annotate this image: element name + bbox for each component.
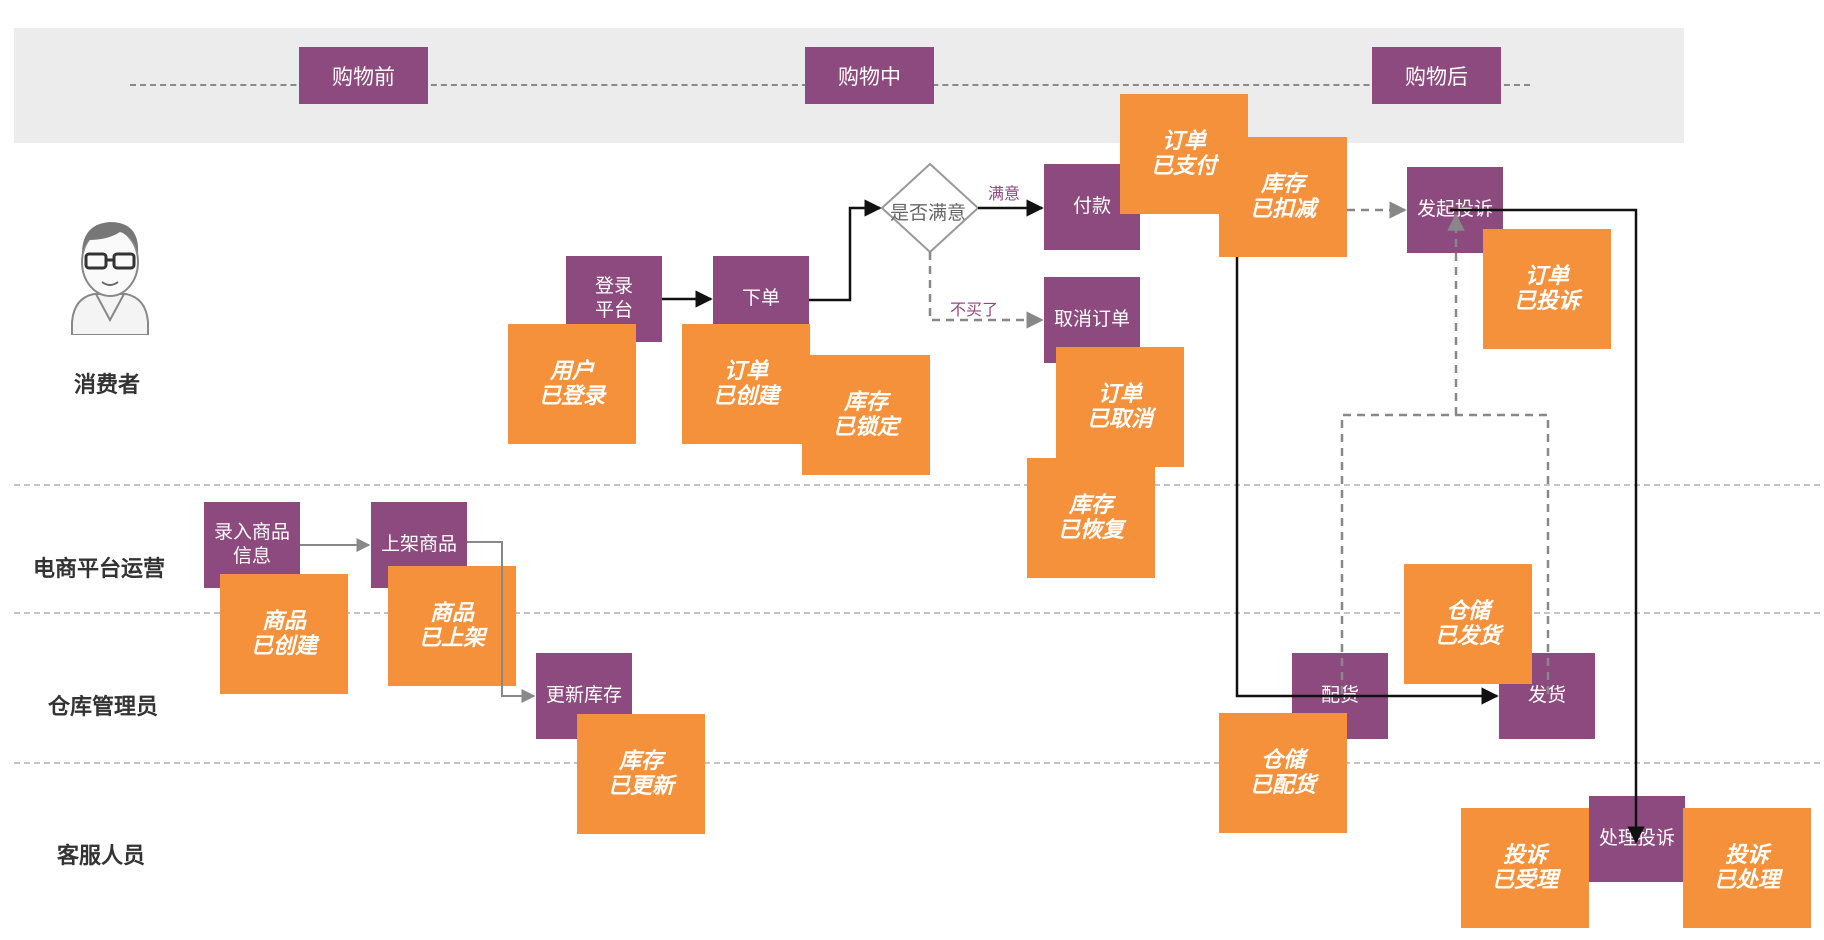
command-handle-complaint[interactable]: 处理投诉 — [1589, 796, 1685, 882]
decision-label: 是否满意 — [890, 202, 967, 224]
event-stock-deducted: 库存已扣减 — [1219, 137, 1347, 257]
lane-label-consumer: 消费者 — [74, 373, 141, 398]
lane-separator — [14, 612, 1820, 614]
event-product-listed: 商品已上架 — [388, 566, 516, 686]
lane-label-support: 客服人员 — [57, 844, 146, 869]
edge-label-satisfied: 满意 — [988, 184, 1021, 203]
event-order-created: 订单已创建 — [682, 324, 810, 444]
event-order-cancelled: 订单已取消 — [1056, 347, 1184, 467]
event-order-complained: 订单已投诉 — [1483, 229, 1611, 349]
event-user-logged-in: 用户已登录 — [508, 324, 636, 444]
lane-label-operations: 电商平台运营 — [33, 557, 166, 582]
edge-label-not-buying: 不买了 — [950, 300, 999, 319]
event-stock-locked: 库存已锁定 — [802, 355, 930, 475]
lane-label-warehouse: 仓库管理员 — [48, 695, 159, 720]
phase-after: 购物后 — [1372, 47, 1501, 104]
phase-before: 购物前 — [299, 47, 428, 104]
edge-order-decision — [809, 199, 882, 302]
phase-during: 购物中 — [805, 47, 934, 104]
command-enter-product[interactable]: 录入商品信息 — [204, 502, 300, 588]
event-stock-restored: 库存已恢复 — [1027, 458, 1155, 578]
event-complaint-accepted: 投诉已受理 — [1461, 808, 1589, 928]
consumer-avatar-icon — [71, 222, 149, 335]
event-warehouse-shipped: 仓储已发货 — [1404, 564, 1532, 684]
event-product-created: 商品已创建 — [220, 574, 348, 694]
lane-separator — [14, 762, 1820, 764]
lane-separator — [14, 484, 1820, 486]
event-complaint-handled: 投诉已处理 — [1683, 808, 1811, 928]
event-warehouse-allocated: 仓储已配货 — [1219, 713, 1347, 833]
event-stock-updated: 库存已更新 — [577, 714, 705, 834]
